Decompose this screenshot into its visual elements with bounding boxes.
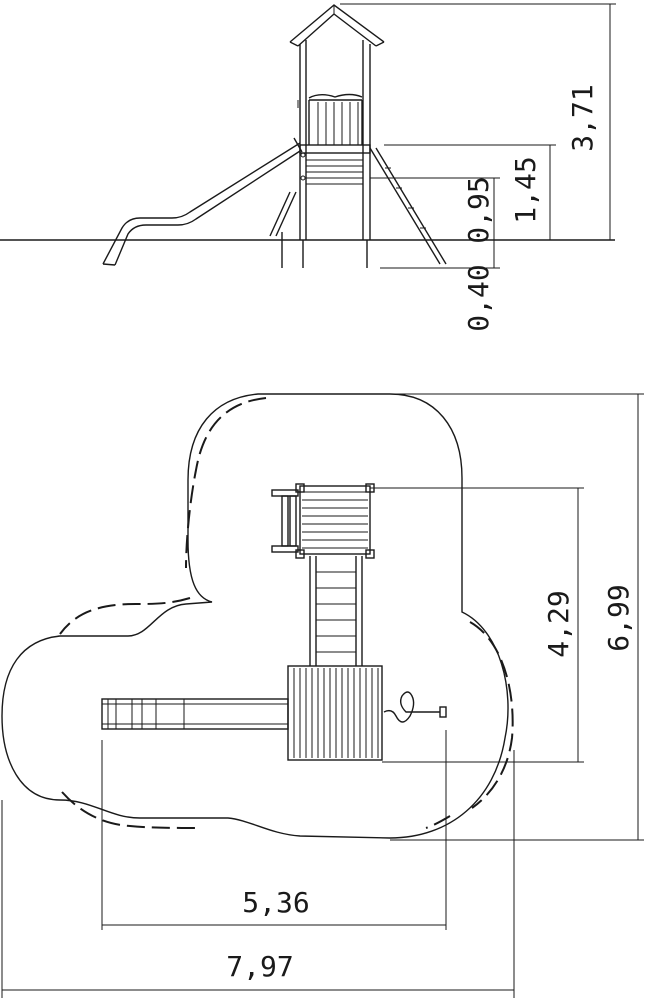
safety-area-outline	[1, 393, 509, 839]
dim-foundation-depth: 0,40	[462, 264, 495, 331]
slide-supports	[269, 191, 297, 268]
plan-upper-platform	[295, 483, 375, 559]
plan-slide	[101, 698, 289, 730]
tower-posts	[299, 40, 371, 268]
tower-roof	[289, 4, 385, 47]
dim-platform-height: 1,45	[509, 156, 542, 223]
tower-top-panel	[297, 93, 363, 145]
plan-view: 6,99 4,29 5,36 7,97	[1, 393, 644, 998]
dim-equipment-depth: 4,29	[542, 590, 575, 657]
plan-side-rail	[271, 489, 299, 553]
platform-deck	[299, 144, 371, 185]
plan-dimension-lines	[1, 393, 644, 998]
safety-area-alt-outline	[59, 397, 514, 829]
ladder-side	[369, 147, 447, 265]
dim-total-height: 3,71	[566, 84, 599, 151]
dim-safety-area-width: 7,97	[226, 950, 293, 983]
side-elevation-view: 3,71 1,45 0,95 0,40	[0, 3, 616, 332]
plan-ladder	[309, 556, 363, 666]
elevation-dimension-lines	[340, 3, 616, 269]
slide-side	[102, 137, 303, 266]
dim-safety-area-depth: 6,99	[602, 584, 635, 651]
dim-free-fall-height: 0,95	[462, 176, 495, 243]
plan-lower-platform	[287, 665, 383, 761]
dim-equipment-width: 5,36	[242, 886, 309, 919]
plan-spiral-pole	[383, 691, 447, 723]
